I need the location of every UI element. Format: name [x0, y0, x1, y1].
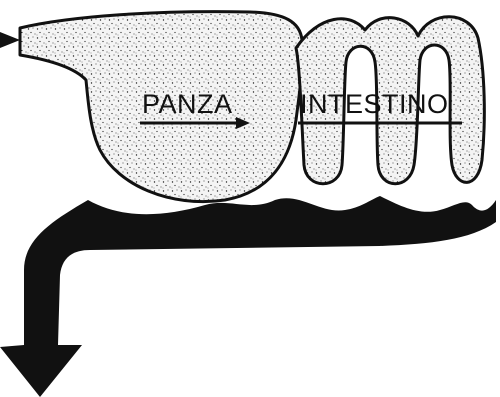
waste-flow-shape [0, 196, 496, 397]
stomach-label: PANZA [142, 89, 233, 119]
intestine-label: INTESTINO [300, 89, 449, 119]
arrow-right-icon [0, 32, 20, 48]
